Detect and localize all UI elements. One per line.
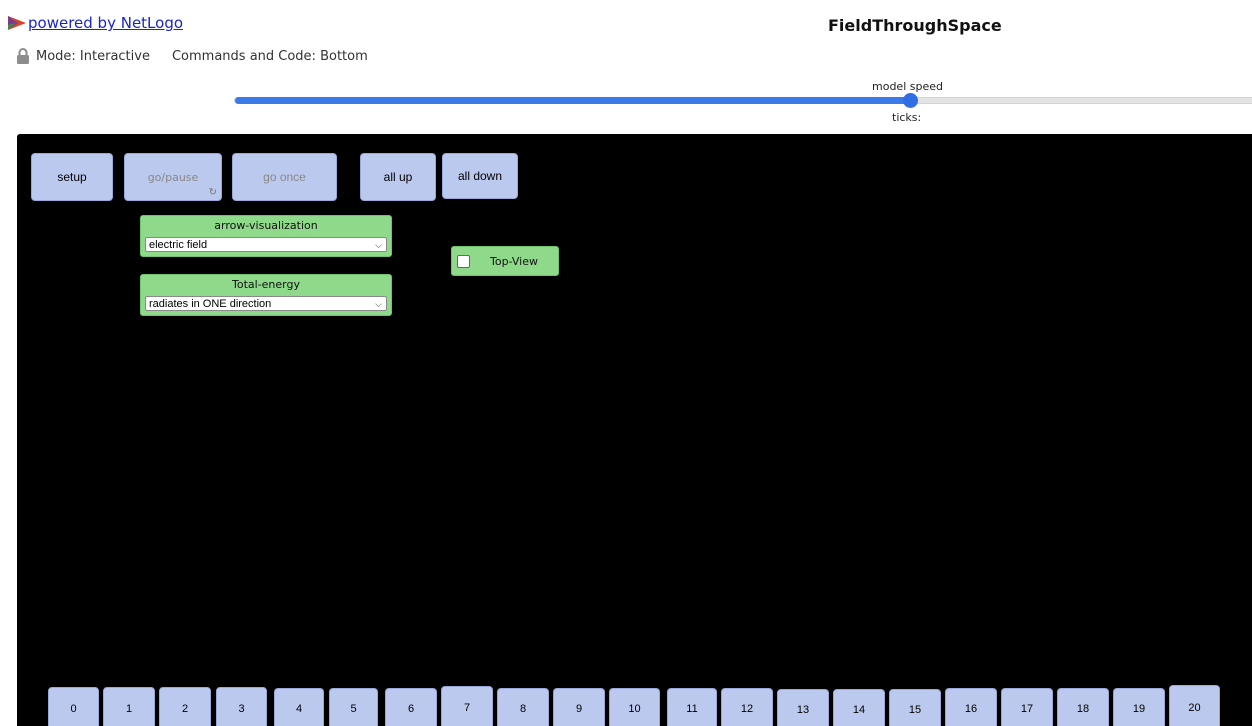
all-up-button[interactable]: all up xyxy=(360,153,436,201)
go-once-button[interactable]: go once xyxy=(232,153,337,201)
number-button-19[interactable]: 19 xyxy=(1113,688,1165,726)
model-speed-fill xyxy=(235,97,910,104)
number-button-label: 18 xyxy=(1076,703,1090,715)
number-button-label: 5 xyxy=(350,703,357,715)
all-down-button[interactable]: all down xyxy=(442,153,518,199)
number-button-8[interactable]: 8 xyxy=(497,688,549,726)
model-speed-label: model speed xyxy=(872,80,943,93)
number-button-label: 8 xyxy=(519,703,527,715)
top-view-label: Top-View xyxy=(490,254,538,268)
number-button-label: 17 xyxy=(1020,703,1034,715)
setup-button[interactable]: setup xyxy=(31,153,113,201)
number-button-11[interactable]: 11 xyxy=(667,688,717,726)
powered-by-text[interactable]: powered by NetLogo xyxy=(28,14,184,32)
number-button-10[interactable]: 10 xyxy=(609,688,660,726)
number-button-12[interactable]: 12 xyxy=(721,688,773,726)
number-button-7[interactable]: 7 xyxy=(441,686,493,726)
number-button-label: 2 xyxy=(181,702,189,715)
number-button-label: 16 xyxy=(964,703,978,715)
go-pause-button-label: go/pause xyxy=(147,170,199,184)
top-view-checkbox[interactable] xyxy=(457,254,470,268)
number-button-label: 9 xyxy=(575,703,583,715)
number-button-5[interactable]: 5 xyxy=(329,688,378,726)
number-button-4[interactable]: 4 xyxy=(274,688,324,726)
number-button-label: 20 xyxy=(1188,701,1201,714)
number-button-label: 13 xyxy=(796,703,810,716)
netlogo-logo-icon xyxy=(8,16,26,30)
arrow-visualization-label: arrow-visualization xyxy=(214,219,318,232)
chevron-down-icon: ⌵ xyxy=(375,240,382,250)
commands-code-label[interactable]: Commands and Code: Bottom xyxy=(171,48,368,64)
number-button-2[interactable]: 2 xyxy=(159,687,211,726)
ticks-label: ticks: xyxy=(892,111,922,124)
model-speed-thumb[interactable] xyxy=(903,93,918,108)
number-button-18[interactable]: 18 xyxy=(1057,688,1109,726)
model-title: FieldThroughSpace xyxy=(828,16,1002,35)
forever-icon: ↻ xyxy=(208,187,217,198)
number-button-label: 10 xyxy=(628,703,641,715)
number-button-label: 0 xyxy=(70,702,77,715)
number-button-17[interactable]: 17 xyxy=(1001,688,1053,726)
number-button-3[interactable]: 3 xyxy=(216,687,267,726)
top-view-switch[interactable]: Top-View xyxy=(451,246,559,276)
number-button-16[interactable]: 16 xyxy=(945,688,997,726)
arrow-visualization-value: electric field xyxy=(149,239,208,251)
arrow-visualization-select[interactable]: electric field ⌵ xyxy=(145,237,387,252)
number-button-1[interactable]: 1 xyxy=(103,687,155,726)
total-energy-chooser[interactable]: Total-energy radiates in ONE direction ⌵ xyxy=(140,274,392,316)
number-button-label: 1 xyxy=(125,702,133,715)
number-button-label: 11 xyxy=(686,703,698,715)
mode-label[interactable]: Mode: Interactive xyxy=(36,48,150,64)
number-button-label: 6 xyxy=(407,703,415,715)
number-button-label: 15 xyxy=(908,703,922,716)
number-button-0[interactable]: 0 xyxy=(48,687,99,726)
number-button-label: 19 xyxy=(1132,703,1146,715)
total-energy-value: radiates in ONE direction xyxy=(149,298,272,310)
all-down-button-label: all down xyxy=(457,169,503,183)
number-button-14[interactable]: 14 xyxy=(833,689,885,726)
powered-by-link[interactable]: powered by NetLogo xyxy=(8,14,183,32)
lock-icon[interactable] xyxy=(16,48,30,64)
mode-row: Mode: Interactive Commands and Code: Bot… xyxy=(16,48,368,64)
number-button-15[interactable]: 15 xyxy=(889,689,941,726)
all-up-button-label: all up xyxy=(383,170,413,184)
number-button-9[interactable]: 9 xyxy=(553,688,605,726)
model-speed-slider[interactable] xyxy=(234,93,1252,108)
go-pause-button[interactable]: go/pause ↻ xyxy=(124,153,222,201)
setup-button-label: setup xyxy=(57,170,87,184)
total-energy-label: Total-energy xyxy=(232,278,300,291)
number-button-13[interactable]: 13 xyxy=(777,689,829,726)
number-button-label: 3 xyxy=(238,702,245,715)
number-button-label: 7 xyxy=(463,702,471,714)
number-button-label: 4 xyxy=(295,703,303,715)
number-button-6[interactable]: 6 xyxy=(385,688,437,726)
total-energy-select[interactable]: radiates in ONE direction ⌵ xyxy=(145,296,387,311)
number-button-label: 14 xyxy=(852,703,866,716)
chevron-down-icon: ⌵ xyxy=(375,299,382,309)
arrow-visualization-chooser[interactable]: arrow-visualization electric field ⌵ xyxy=(140,215,392,257)
number-button-label: 12 xyxy=(740,703,754,715)
go-once-button-label: go once xyxy=(263,170,306,184)
number-button-20[interactable]: 20 xyxy=(1169,685,1220,726)
